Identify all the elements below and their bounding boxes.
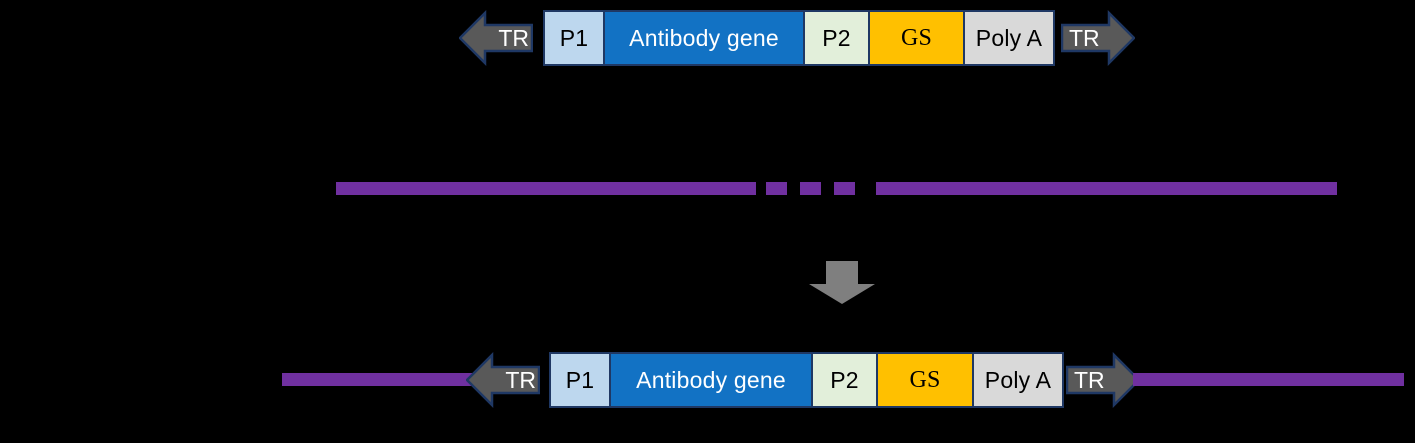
bottom-box-promoter-1: P1 bbox=[549, 352, 611, 408]
bottom-flanking-dna-left bbox=[282, 373, 474, 386]
bottom-flanking-dna-right bbox=[1133, 373, 1404, 386]
bottom-box-selection-marker-label: GS bbox=[909, 367, 941, 393]
bottom-box-poly-a-label: Poly A bbox=[984, 366, 1052, 393]
bottom-right-terminal-repeat-arrow: TR bbox=[1066, 352, 1140, 408]
top-box-poly-a: Poly A bbox=[963, 10, 1055, 66]
bottom-box-antibody-gene-label: Antibody gene bbox=[636, 366, 786, 393]
bottom-box-antibody-gene: Antibody gene bbox=[609, 352, 813, 408]
bottom-cassette-boxes: P1 Antibody gene P2 GS Poly A bbox=[549, 352, 1064, 408]
genomic-dna-dash-3 bbox=[834, 182, 855, 195]
bottom-box-promoter-2-label: P2 bbox=[830, 366, 859, 393]
top-box-antibody-gene: Antibody gene bbox=[603, 10, 805, 66]
top-box-promoter-2-label: P2 bbox=[822, 24, 851, 51]
bottom-construct: TR P1 Antibody gene P2 GS Poly A bbox=[0, 352, 1415, 408]
genomic-dna-segment-left bbox=[336, 182, 756, 195]
genomic-dna-segment-right bbox=[876, 182, 1337, 195]
integration-arrow-down bbox=[808, 261, 876, 305]
bottom-left-terminal-repeat-arrow: TR bbox=[466, 352, 540, 408]
top-right-terminal-repeat-arrow: TR bbox=[1061, 10, 1135, 66]
genomic-dna-dash-2 bbox=[800, 182, 821, 195]
bottom-box-poly-a: Poly A bbox=[972, 352, 1064, 408]
top-construct: TR P1 Antibody gene P2 GS Poly A bbox=[0, 10, 1415, 66]
top-box-promoter-1-label: P1 bbox=[559, 24, 589, 51]
top-left-terminal-repeat-arrow: TR bbox=[459, 10, 533, 66]
top-box-promoter-1: P1 bbox=[543, 10, 605, 66]
bottom-box-selection-marker: GS bbox=[876, 352, 974, 408]
top-box-selection-marker: GS bbox=[868, 10, 965, 66]
top-cassette-boxes: P1 Antibody gene P2 GS Poly A bbox=[543, 10, 1055, 66]
top-box-selection-marker-label: GS bbox=[900, 25, 933, 51]
top-box-promoter-2: P2 bbox=[803, 10, 870, 66]
bottom-box-promoter-2: P2 bbox=[811, 352, 878, 408]
bottom-box-promoter-1-label: P1 bbox=[565, 366, 595, 393]
genomic-dna-dash-1 bbox=[766, 182, 787, 195]
top-box-poly-a-label: Poly A bbox=[975, 24, 1043, 51]
top-box-antibody-gene-label: Antibody gene bbox=[629, 24, 779, 51]
